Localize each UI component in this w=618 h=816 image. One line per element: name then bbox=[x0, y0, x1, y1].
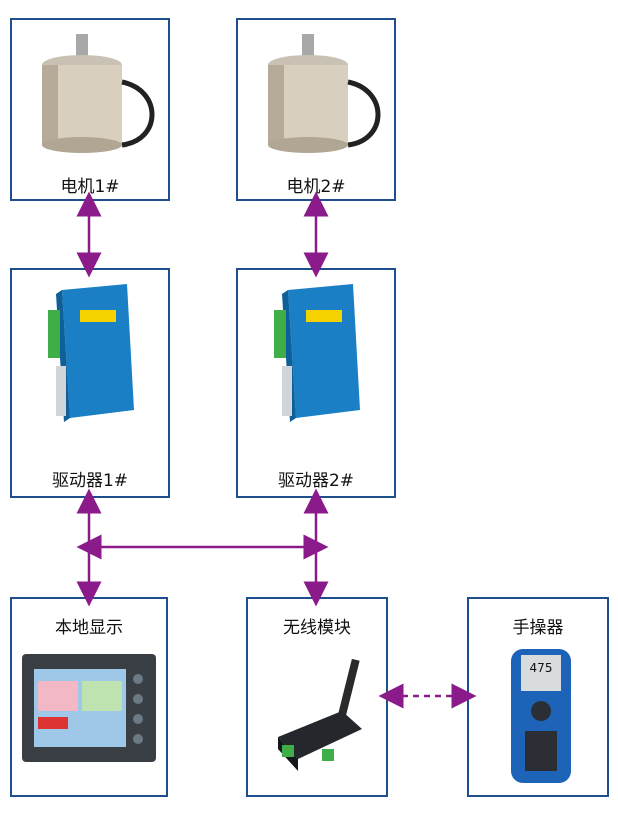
driver1-label: 驱动器1# bbox=[51, 471, 129, 491]
driver1-box: 驱动器1# bbox=[10, 268, 170, 498]
motor2-box: 电机2# bbox=[236, 18, 396, 201]
motor2-label: 电机2# bbox=[286, 177, 346, 197]
handheld-screen-value: 475 bbox=[529, 661, 553, 675]
hmi-screen-image bbox=[22, 654, 156, 762]
local-display-box: 本地显示 bbox=[10, 597, 168, 797]
driver2-box: 驱动器2# bbox=[236, 268, 396, 498]
handheld-label: 手操器 bbox=[512, 618, 564, 638]
motor1-box: 电机1# bbox=[10, 18, 170, 201]
driver-image bbox=[274, 284, 360, 422]
wireless-module-image bbox=[278, 658, 362, 771]
motor-image bbox=[268, 34, 381, 153]
wireless-module-label: 无线模块 bbox=[283, 618, 351, 638]
motor1-label: 电机1# bbox=[60, 177, 120, 197]
handheld-box: 手操器 475 bbox=[467, 597, 609, 797]
wireless-module-box: 无线模块 bbox=[246, 597, 388, 797]
driver2-label: 驱动器2# bbox=[277, 471, 355, 491]
handheld-image bbox=[511, 649, 571, 783]
driver-image bbox=[48, 284, 134, 422]
local-display-label: 本地显示 bbox=[55, 618, 123, 638]
motor-image bbox=[42, 34, 155, 153]
